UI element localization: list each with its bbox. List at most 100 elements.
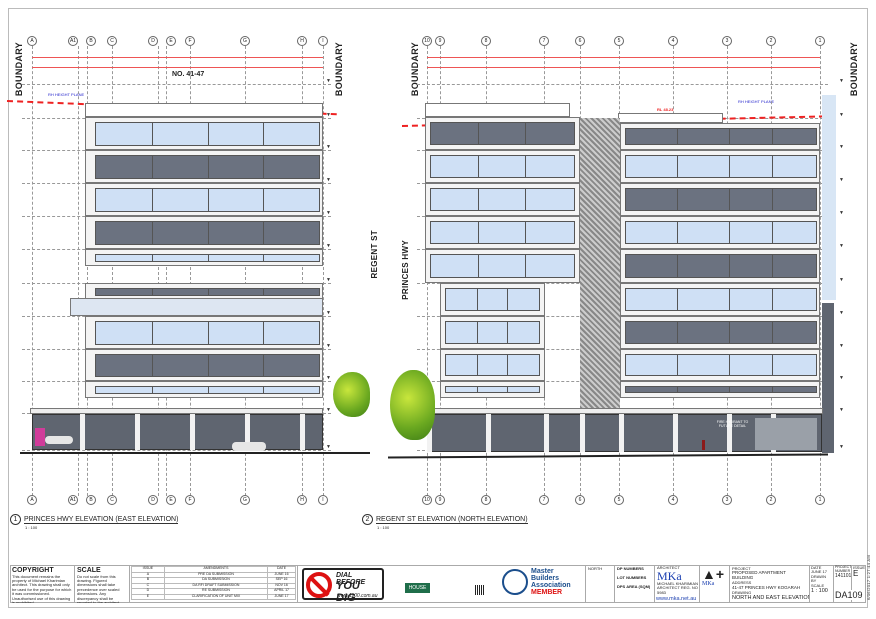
- grid-bubble-bottom: H: [297, 495, 307, 505]
- area-header: DPS AREA (SQM): [617, 583, 651, 589]
- view-title: PRINCES HWY ELEVATION (EAST ELEVATION): [24, 516, 179, 524]
- level-marker-icon: ▼: [839, 310, 844, 316]
- grid-bubble-bottom: 7: [539, 495, 549, 505]
- glazing-band: [625, 128, 817, 145]
- mullion: [728, 355, 730, 375]
- mba-line2: Builders: [531, 575, 560, 582]
- architect-header: ARCHITECT: [657, 565, 680, 570]
- project-header: PROJECT: [732, 566, 751, 571]
- mullion: [207, 289, 209, 295]
- level-marker-icon: ▼: [839, 177, 844, 183]
- column: [727, 414, 732, 452]
- grid-bubble-top: G: [240, 36, 250, 46]
- grid-line: [166, 46, 167, 496]
- mullion: [728, 222, 730, 243]
- north-label: NORTH: [588, 566, 603, 571]
- level-marker-icon: ▼: [326, 277, 331, 283]
- overall-dimension-line: [32, 57, 323, 58]
- level-marker-icon: ▼: [326, 112, 331, 118]
- mullion: [207, 355, 209, 376]
- level-line: [417, 84, 828, 85]
- address-value: 41-47 PRINCES HWY KOGARAH: [732, 584, 801, 590]
- mullion: [525, 189, 527, 210]
- boundary-label-north-left: BOUNDARY: [410, 42, 420, 97]
- shopfront-sign: [35, 428, 45, 446]
- glazing-band: [625, 321, 817, 344]
- mullion: [525, 255, 527, 277]
- architect-url[interactable]: www.mka.net.au: [656, 596, 697, 602]
- grid-bubble-bottom: 6: [575, 495, 585, 505]
- mullion: [476, 387, 478, 392]
- perforated-screen: [580, 118, 620, 408]
- neighbour-building: [822, 95, 836, 300]
- grid-line: [245, 46, 246, 496]
- mullion: [207, 387, 209, 393]
- glazing-band: [445, 386, 540, 393]
- mullion: [263, 355, 265, 376]
- mullion: [263, 255, 265, 261]
- level-marker-icon: ▼: [839, 78, 844, 84]
- mullion: [151, 255, 153, 261]
- grid-bubble-bottom: G: [240, 495, 250, 505]
- issue-header: ISSUE: [853, 565, 866, 570]
- grid-line: [87, 46, 88, 496]
- princes-hwy-label: PRINCES HWY: [401, 240, 410, 300]
- level-marker-icon: ▼: [839, 343, 844, 349]
- grid-bubble-top: 2: [766, 36, 776, 46]
- drawing-value: NORTH AND EAST ELEVATIONS: [732, 594, 810, 601]
- qr-code: [475, 585, 485, 595]
- mullion: [151, 322, 153, 344]
- aplus-logo: ▲+: [702, 566, 725, 582]
- architect-name: MICHAEL KHARIMIAN ARCHITECT REG. NO 5983: [657, 581, 698, 595]
- grid-bubble-bottom: 5: [614, 495, 624, 505]
- glazing-band: [95, 386, 320, 394]
- mba-emblem: [502, 569, 528, 595]
- view-title: REGENT ST ELEVATION (NORTH ELEVATION): [376, 516, 528, 524]
- date-header: DATE: [811, 565, 822, 570]
- mullion: [476, 289, 478, 310]
- address-header: ADDRESS: [732, 580, 752, 586]
- mullion: [507, 355, 509, 375]
- glazing-band: [445, 321, 540, 344]
- roof-plant-enclosure: [618, 113, 723, 123]
- grid-bubble-bottom: 3: [722, 495, 732, 505]
- house-logo: HOUSE: [405, 583, 430, 593]
- roof-rl-label: RL 48.23: [657, 107, 674, 112]
- mba-line3: Association: [531, 582, 571, 589]
- car-icon: [45, 436, 73, 444]
- mullion: [151, 289, 153, 295]
- grid-bubble-top: 1: [815, 36, 825, 46]
- amendment-cell: JUNE 17: [267, 593, 296, 600]
- mullion: [677, 355, 679, 375]
- level-marker-icon: ▼: [839, 444, 844, 450]
- mullion: [478, 222, 480, 243]
- grid-bubble-top: 3: [722, 36, 732, 46]
- grid-bubble-bottom: 8: [481, 495, 491, 505]
- glazing-band: [625, 354, 817, 376]
- mullion: [207, 255, 209, 261]
- glazing-band: [430, 122, 575, 145]
- scale-header: SCALE: [811, 582, 825, 588]
- glazing-band: [430, 155, 575, 178]
- glazing-band: [430, 221, 575, 244]
- grid-bubble-top: A: [27, 36, 37, 46]
- mullion: [263, 123, 265, 145]
- grid-line: [302, 46, 303, 496]
- mullion: [772, 289, 774, 310]
- glazing-band: [625, 221, 817, 244]
- glazing-band: [445, 288, 540, 311]
- grid-bubble-bottom: 2: [766, 495, 776, 505]
- aplus-logo-section: ▲+ MKa: [700, 565, 730, 603]
- date-value: JUNE 17: [811, 569, 828, 575]
- neighbour-label: NO. 41-47: [172, 71, 205, 78]
- mullion: [677, 255, 679, 277]
- mullion: [263, 289, 265, 295]
- grid-dimension-line: [32, 67, 323, 68]
- glazing-band: [95, 221, 320, 245]
- title-block: [10, 565, 866, 603]
- mullion: [728, 129, 730, 144]
- mullion: [772, 129, 774, 144]
- mka-small-logo: MKa: [702, 581, 715, 587]
